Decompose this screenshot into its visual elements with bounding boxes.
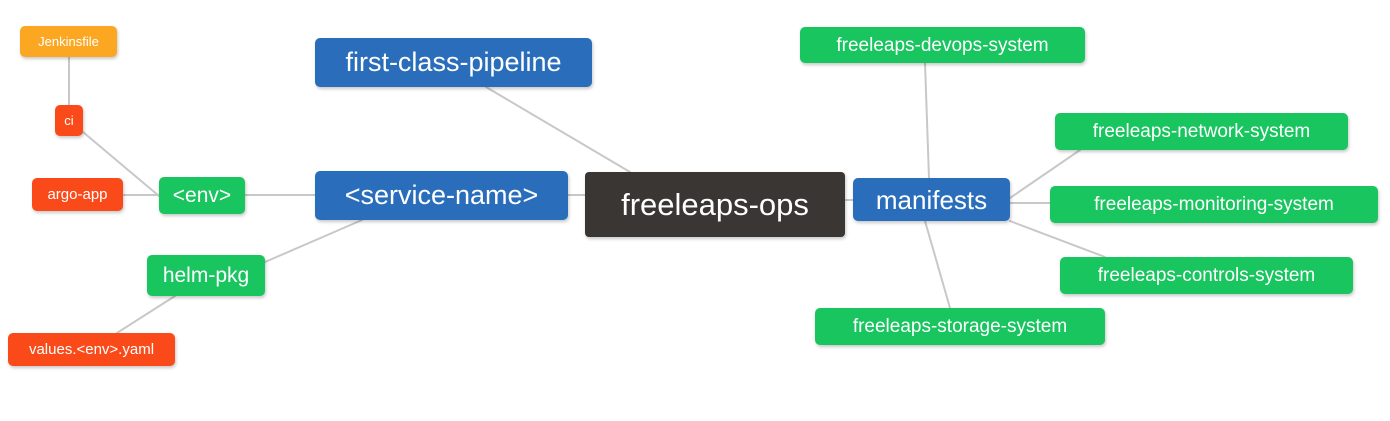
node-jenkinsfile[interactable]: Jenkinsfile: [20, 26, 117, 57]
node-first-class-pipeline[interactable]: first-class-pipeline: [315, 38, 592, 87]
edge-manifests-to-controls-system: [1009, 220, 1106, 258]
edge-manifests-to-devops-system: [924, 62, 930, 179]
node-monitoring-system[interactable]: freeleaps-monitoring-system: [1050, 186, 1378, 223]
node-freeleaps-ops[interactable]: freeleaps-ops: [585, 172, 845, 237]
edge-service-name-to-helm-pkg: [264, 219, 363, 263]
node-network-system[interactable]: freeleaps-network-system: [1055, 113, 1348, 150]
node-manifests[interactable]: manifests: [853, 178, 1010, 221]
node-storage-system[interactable]: freeleaps-storage-system: [815, 308, 1105, 345]
node-env[interactable]: <env>: [159, 177, 245, 214]
edge-first-class-pipeline-to-freeleaps-ops: [485, 86, 631, 173]
node-argo-app[interactable]: argo-app: [32, 178, 123, 211]
node-ci[interactable]: ci: [55, 105, 83, 136]
node-controls-system[interactable]: freeleaps-controls-system: [1060, 257, 1353, 294]
edge-helm-pkg-to-values-yaml: [116, 295, 176, 334]
edge-manifests-to-storage-system: [924, 220, 951, 309]
node-helm-pkg[interactable]: helm-pkg: [147, 255, 265, 296]
node-service-name[interactable]: <service-name>: [315, 171, 568, 220]
node-devops-system[interactable]: freeleaps-devops-system: [800, 27, 1085, 63]
node-values-yaml[interactable]: values.<env>.yaml: [8, 333, 175, 366]
